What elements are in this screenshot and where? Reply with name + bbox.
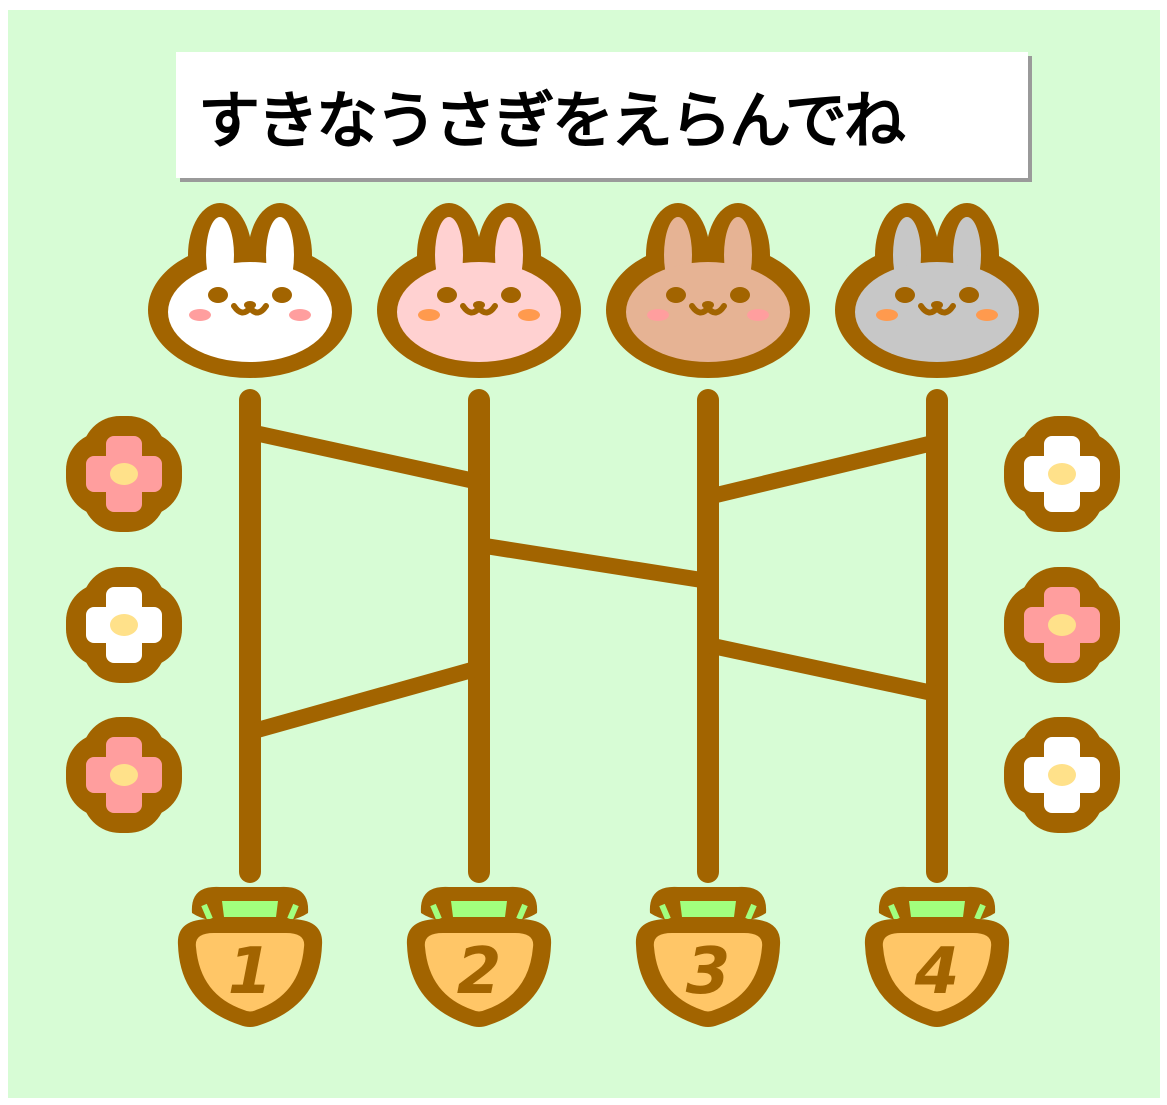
carrot-number: 1	[228, 935, 273, 1009]
ladder-rung	[706, 434, 939, 505]
flower-left-3-pink	[66, 717, 182, 833]
title-banner: すきなうさぎをえらんでね	[176, 52, 1028, 178]
carrot-goal-1[interactable]: 1	[177, 886, 323, 1027]
carrot-goal-3[interactable]: 3	[635, 886, 781, 1027]
carrot-number: 2	[457, 935, 502, 1009]
flower-left-2-white	[66, 567, 182, 683]
ladder-rung	[706, 637, 939, 702]
rabbit-white[interactable]	[148, 203, 352, 378]
flower-right-1-white	[1004, 416, 1120, 532]
rabbit-gray[interactable]	[835, 203, 1039, 378]
ladder-rung	[248, 424, 481, 490]
flower-left-1-pink	[66, 416, 182, 532]
ladder-rung	[247, 660, 482, 740]
carrot-goal-2[interactable]: 2	[406, 886, 552, 1027]
ladder	[239, 389, 948, 883]
rabbit-brown[interactable]	[606, 203, 810, 378]
page-title: すきなうさぎをえらんでね	[198, 84, 906, 157]
flower-right-3-white	[1004, 717, 1120, 833]
flower-right-2-pink	[1004, 567, 1120, 683]
carrot-number: 3	[686, 935, 731, 1009]
ladder-rung	[477, 537, 710, 589]
carrot-goal-4[interactable]: 4	[864, 886, 1010, 1027]
rabbit-pink[interactable]	[377, 203, 581, 378]
carrot-number: 4	[914, 935, 960, 1009]
